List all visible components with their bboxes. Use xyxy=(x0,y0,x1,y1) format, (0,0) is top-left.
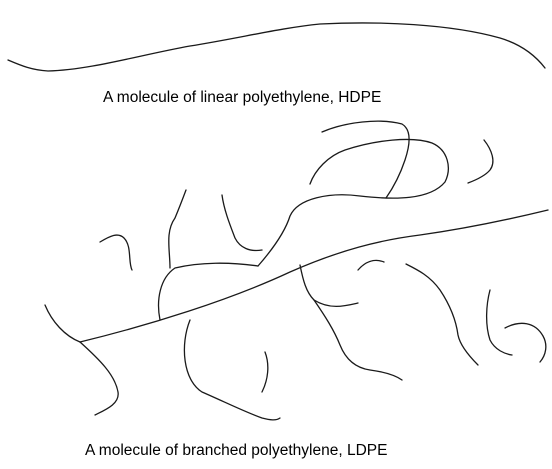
ldpe-caption: A molecule of branched polyethylene, LDP… xyxy=(85,443,387,459)
ldpe-branch xyxy=(100,235,132,270)
ldpe-backbone xyxy=(80,210,548,342)
ldpe-branch xyxy=(505,323,546,362)
ldpe-branch xyxy=(169,190,186,268)
ldpe-branch xyxy=(468,140,493,183)
ldpe-molecule xyxy=(45,121,548,420)
ldpe-branch xyxy=(314,300,402,380)
ldpe-branch xyxy=(300,265,358,306)
ldpe-branch xyxy=(45,305,80,342)
hdpe-molecule xyxy=(8,23,545,71)
ldpe-branch xyxy=(262,352,268,392)
hdpe-caption: A molecule of linear polyethylene, HDPE xyxy=(103,90,381,106)
ldpe-branch xyxy=(184,320,280,420)
ldpe-branch xyxy=(406,264,478,365)
ldpe-branch xyxy=(358,260,384,270)
ldpe-branch xyxy=(80,342,118,415)
hdpe-chain xyxy=(8,23,545,71)
ldpe-branch xyxy=(322,121,409,198)
ldpe-branch xyxy=(258,139,448,266)
ldpe-branch xyxy=(222,195,262,251)
ldpe-branch xyxy=(487,290,512,355)
